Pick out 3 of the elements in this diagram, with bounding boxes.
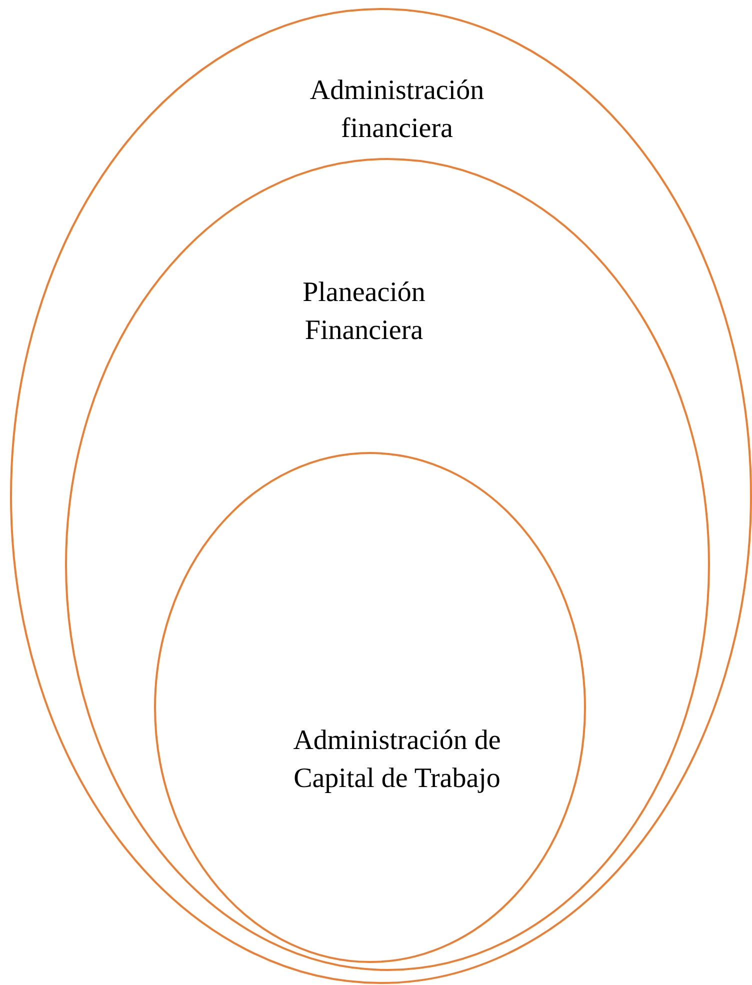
ellipse-label: Planeación Financiera [302,276,426,348]
ellipse-label: Administración de Capital de Trabajo [292,724,502,796]
ellipse-label: Administración financiera [308,74,486,146]
